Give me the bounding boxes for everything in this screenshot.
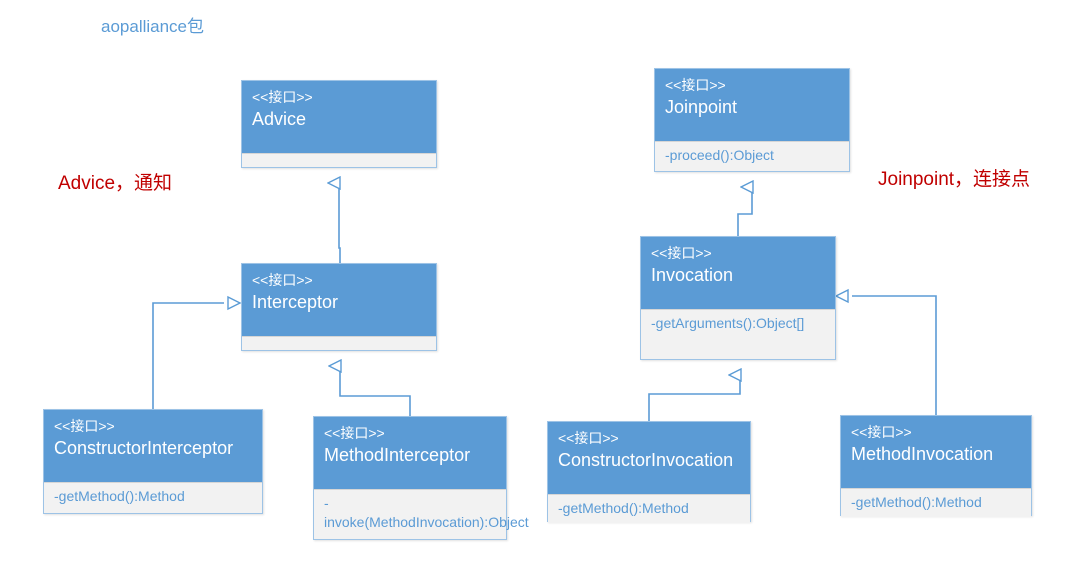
uml-class-constructor-interceptor-name: ConstructorInterceptor (54, 438, 234, 458)
uml-class-constructor-invocation[interactable]: <<接口>> ConstructorInvocation -getMethod(… (547, 421, 751, 523)
uml-class-advice[interactable]: <<接口>> Advice (241, 80, 437, 168)
uml-class-advice-stereotype: <<接口>> (252, 89, 313, 105)
uml-class-constructor-interceptor-stereotype: <<接口>> (54, 418, 115, 434)
uml-class-method-interceptor-stereotype: <<接口>> (324, 425, 385, 441)
uml-class-constructor-invocation-header: <<接口>> ConstructorInvocation (548, 422, 750, 494)
uml-class-constructor-invocation-stereotype: <<接口>> (558, 430, 619, 446)
uml-class-interceptor-members (242, 336, 436, 350)
uml-class-advice-name: Advice (252, 109, 307, 129)
uml-class-constructor-interceptor-members: -getMethod():Method (44, 482, 262, 511)
uml-class-interceptor[interactable]: <<接口>> Interceptor (241, 263, 437, 351)
uml-member: -invoke(MethodInvocation):Object (324, 495, 529, 530)
uml-member: -getMethod():Method (54, 488, 185, 504)
uml-class-invocation[interactable]: <<接口>> Invocation -getArguments():Object… (640, 236, 836, 360)
annotation-joinpoint: Joinpoint，连接点 (878, 169, 1031, 190)
uml-class-joinpoint-stereotype: <<接口>> (665, 77, 726, 93)
uml-class-invocation-name: Invocation (651, 265, 734, 285)
uml-member: -getMethod():Method (851, 494, 982, 510)
uml-class-interceptor-stereotype: <<接口>> (252, 272, 313, 288)
uml-class-method-invocation-members: -getMethod():Method (841, 488, 1031, 517)
uml-class-invocation-header: <<接口>> Invocation (641, 237, 835, 309)
uml-class-method-interceptor-members: -invoke(MethodInvocation):Object (314, 489, 529, 537)
uml-class-constructor-invocation-name: ConstructorInvocation (558, 450, 734, 470)
edge-interceptor-to-advice (339, 183, 341, 263)
uml-class-advice-members (242, 153, 436, 167)
edge-constructor-interceptor-to-interceptor (152, 295, 242, 409)
edge-method-interceptor-to-interceptor (340, 366, 411, 416)
uml-class-joinpoint[interactable]: <<接口>> Joinpoint -proceed():Object (654, 68, 850, 172)
uml-class-method-invocation-name: MethodInvocation (851, 444, 994, 464)
uml-class-method-invocation-stereotype: <<接口>> (851, 424, 912, 440)
uml-member: -proceed():Object (665, 147, 774, 163)
uml-member: -getArguments():Object[] (651, 315, 805, 331)
uml-class-method-interceptor[interactable]: <<接口>> MethodInterceptor -invoke(MethodI… (313, 416, 529, 540)
package-title: aopalliance包 (101, 17, 205, 36)
uml-class-interceptor-name: Interceptor (252, 292, 339, 312)
uml-class-interceptor-header: <<接口>> Interceptor (242, 264, 436, 336)
uml-class-constructor-interceptor[interactable]: <<接口>> ConstructorInterceptor -getMethod… (43, 409, 263, 514)
uml-class-method-invocation[interactable]: <<接口>> MethodInvocation -getMethod():Met… (840, 415, 1032, 517)
uml-class-invocation-stereotype: <<接口>> (651, 245, 712, 261)
edge-constructor-invocation-to-invocation (648, 375, 740, 421)
uml-class-joinpoint-header: <<接口>> Joinpoint (655, 69, 849, 141)
uml-class-joinpoint-name: Joinpoint (665, 97, 738, 117)
uml-class-joinpoint-members: -proceed():Object (655, 141, 849, 170)
uml-member: -getMethod():Method (558, 500, 689, 516)
annotation-advice: Advice，通知 (58, 173, 173, 194)
edge-invocation-to-joinpoint (737, 187, 752, 236)
uml-class-advice-header: <<接口>> Advice (242, 81, 436, 153)
uml-class-constructor-invocation-members: -getMethod():Method (548, 494, 750, 523)
uml-class-method-interceptor-name: MethodInterceptor (324, 445, 471, 465)
uml-class-constructor-interceptor-header: <<接口>> ConstructorInterceptor (44, 410, 262, 482)
uml-class-method-interceptor-header: <<接口>> MethodInterceptor (314, 417, 506, 489)
edge-method-invocation-to-invocation (834, 288, 937, 415)
uml-class-invocation-members: -getArguments():Object[] (641, 309, 835, 338)
uml-class-method-invocation-header: <<接口>> MethodInvocation (841, 416, 1031, 488)
